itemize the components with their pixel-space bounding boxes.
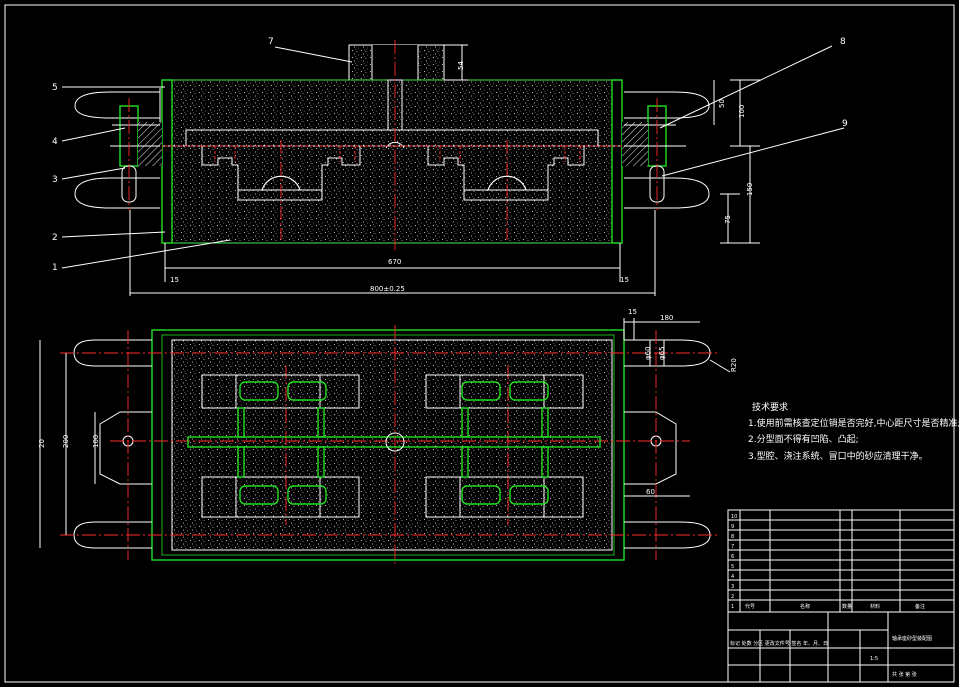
dim-15-left: 15 xyxy=(170,276,179,284)
bom-header-material: 材料 xyxy=(870,603,880,610)
dim-670: 670 xyxy=(388,258,401,266)
dim-plan-100: 100 xyxy=(92,435,100,448)
front-section-view: 670 15 15 800±0.25 54 50 100 150 75 7 5 … xyxy=(52,37,848,296)
dim-plan-r20: R20 xyxy=(730,358,738,372)
drawing-scale: 1:5 xyxy=(870,656,878,662)
balloon-2: 2 xyxy=(52,233,58,243)
balloon-8: 8 xyxy=(840,37,846,47)
dim-50: 50 xyxy=(718,99,726,108)
bom-row-10: 10 xyxy=(731,514,737,520)
bom-row-4: 4 xyxy=(731,574,734,580)
notes-item-3: 3.型腔、浇注系统、冒口中的砂应清理干净。 xyxy=(748,450,928,462)
bom-row-1: 1 xyxy=(731,604,734,610)
bom-row-8: 8 xyxy=(731,534,734,540)
dim-plan-15: 15 xyxy=(628,308,637,316)
bom-header-qty: 数量 xyxy=(842,603,852,610)
technical-notes: 技术要求 1.使用前需核查定位销是否完好,中心距尺寸是否精准; 2.分型面不得有… xyxy=(748,401,959,462)
bom-row-2: 2 xyxy=(731,594,734,600)
sheet-number: 共 张 第 张 xyxy=(892,671,917,678)
dim-plan-20: 20 xyxy=(38,439,46,448)
dim-plan-180: 180 xyxy=(660,314,673,322)
balloon-5: 5 xyxy=(52,83,58,93)
drawing-name: 轴承座砂型装配图 xyxy=(892,635,932,642)
balloon-4: 4 xyxy=(52,137,58,147)
revision-columns: 标记 处数 分区 更改文件号 签名 年、月、日 xyxy=(730,640,828,647)
notes-item-1: 1.使用前需核查定位销是否完好,中心距尺寸是否精准; xyxy=(748,417,959,429)
dim-100: 100 xyxy=(738,105,746,118)
dim-plan-phi60: φ60 xyxy=(644,346,652,360)
bom-row-7: 7 xyxy=(731,544,734,550)
dim-75: 75 xyxy=(724,215,732,224)
notes-title: 技术要求 xyxy=(752,401,788,413)
dim-plan-60: 60 xyxy=(646,488,655,496)
bom-row-5: 5 xyxy=(731,564,734,570)
dim-plan-phi65: φ65 xyxy=(658,346,666,360)
bom-header-code: 代号 xyxy=(745,603,755,610)
balloon-3: 3 xyxy=(52,175,58,185)
dim-15-right: 15 xyxy=(620,276,629,284)
dim-800: 800±0.25 xyxy=(370,285,405,293)
title-block: 10 9 8 7 6 5 4 3 2 1 序号 代号 名称 数量 材料 备注 轴… xyxy=(727,509,955,683)
dim-plan-200: 200 xyxy=(62,435,70,448)
bom-row-3: 3 xyxy=(731,584,734,590)
balloon-7: 7 xyxy=(268,37,274,47)
balloon-1: 1 xyxy=(52,263,58,273)
plan-view: 20 200 100 15 180 φ60 φ65 R20 60 xyxy=(38,308,738,565)
notes-item-2: 2.分型面不得有凹陷、凸起; xyxy=(748,433,859,445)
drawing-border xyxy=(4,4,955,683)
dim-54: 54 xyxy=(457,61,465,70)
dim-150: 150 xyxy=(746,183,754,196)
bom-row-9: 9 xyxy=(731,524,734,530)
bom-header-remark: 备注 xyxy=(915,603,925,610)
balloon-9: 9 xyxy=(842,119,848,129)
bom-row-6: 6 xyxy=(731,554,734,560)
bom-header-name: 名称 xyxy=(800,603,810,610)
